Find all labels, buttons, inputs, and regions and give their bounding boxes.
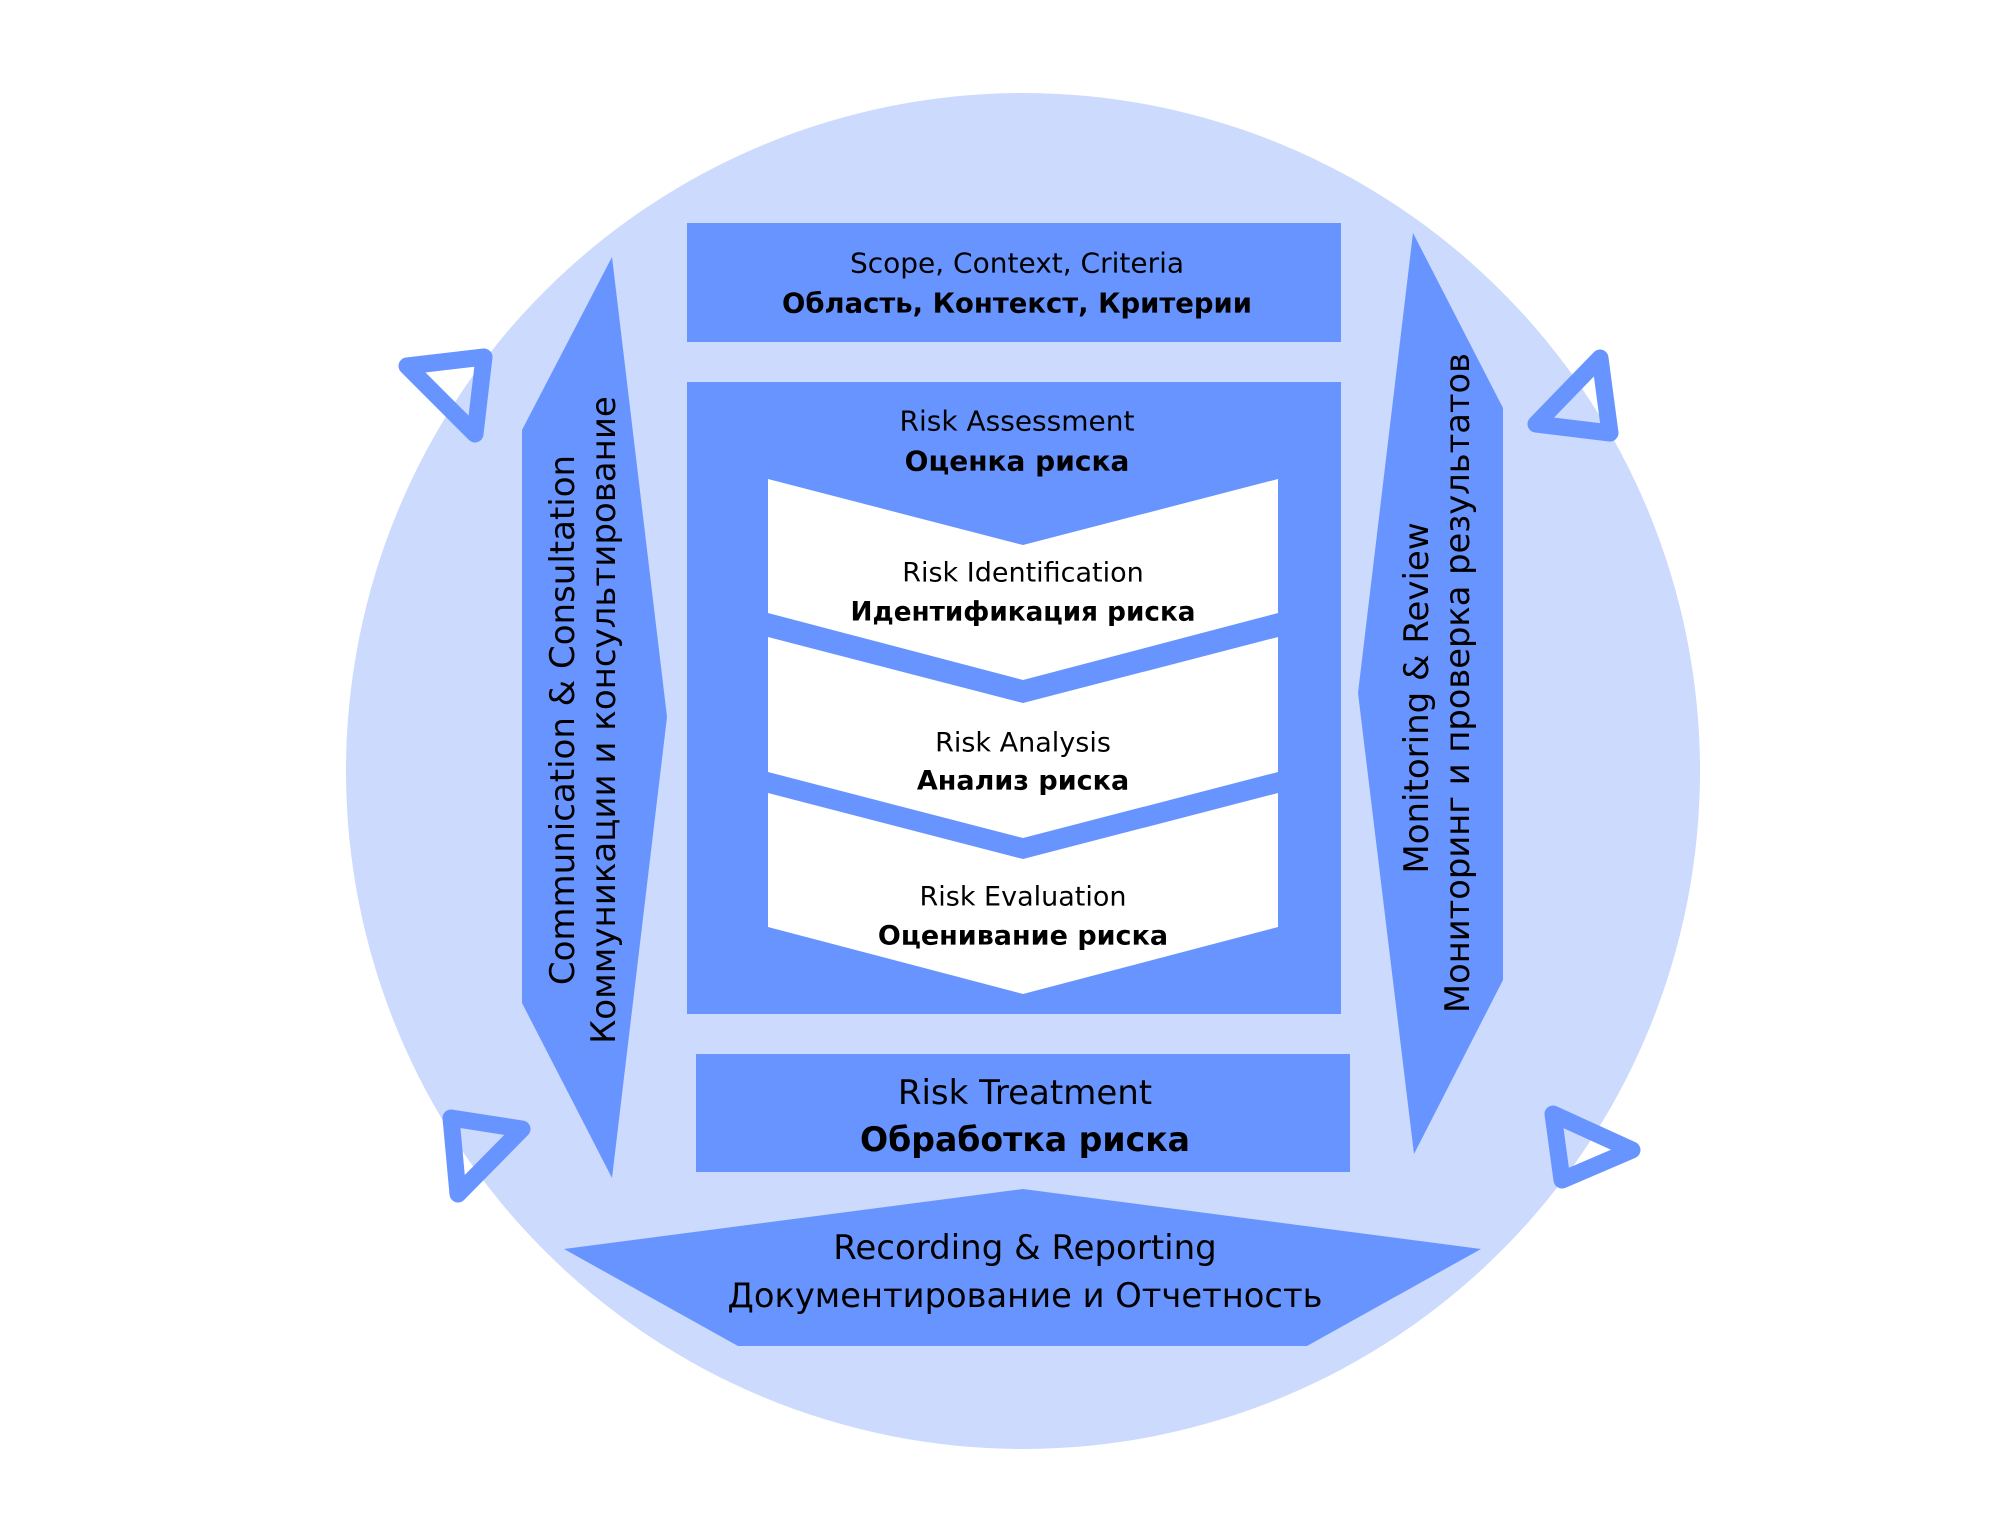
chevron-shape <box>768 793 1278 994</box>
monitoring-label-en: Monitoring & Review <box>1397 522 1437 873</box>
treatment-label-en: Risk Treatment <box>898 1073 1152 1113</box>
step-label-en: Risk Identification <box>902 558 1144 589</box>
risk-assessment-box: Risk Assessment Оценка риска Risk Identi… <box>687 382 1341 1014</box>
step-label-ru: Анализ риска <box>917 766 1129 797</box>
step-risk-identification: Risk Identification Идентификация риска <box>768 479 1278 680</box>
communication-label-en: Communication & Consultation <box>543 455 583 985</box>
step-label-en: Risk Evaluation <box>919 882 1126 913</box>
step-risk-analysis: Risk Analysis Анализ риска <box>768 637 1278 838</box>
top-left-cycle-arrow-icon <box>398 348 493 443</box>
treatment-label-ru: Обработка риска <box>860 1120 1190 1160</box>
assessment-label-en: Risk Assessment <box>900 405 1135 438</box>
bottom-right-cycle-arrow-icon <box>1544 1105 1641 1189</box>
recording-shape <box>564 1189 1481 1346</box>
chevron-shape <box>768 637 1278 838</box>
communication-consultation-arrow: Communication & Consultation Коммуникаци… <box>522 257 667 1178</box>
scope-context-criteria-box: Scope, Context, Criteria Область, Контек… <box>687 223 1341 342</box>
scope-label-ru: Область, Контекст, Критерии <box>782 287 1252 320</box>
scope-box-shape <box>687 223 1341 342</box>
communication-arrow-shape <box>522 257 667 1178</box>
step-label-ru: Идентификация риска <box>851 597 1196 628</box>
step-risk-evaluation: Risk Evaluation Оценивание риска <box>768 793 1278 994</box>
scope-label-en: Scope, Context, Criteria <box>850 247 1184 280</box>
bottom-left-cycle-arrow-icon <box>442 1109 531 1203</box>
treatment-box-shape <box>696 1054 1350 1172</box>
recording-reporting-shape-group: Recording & Reporting Документирование и… <box>564 1189 1481 1346</box>
monitoring-arrow-shape <box>1358 233 1503 1154</box>
step-label-en: Risk Analysis <box>935 728 1111 759</box>
risk-treatment-box: Risk Treatment Обработка риска <box>696 1054 1350 1172</box>
monitoring-review-arrow: Monitoring & Review Мониторинг и проверк… <box>1358 233 1503 1154</box>
monitoring-label-ru: Мониторинг и проверка результатов <box>1438 353 1478 1013</box>
chevron-shape <box>768 479 1278 680</box>
assessment-label-ru: Оценка риска <box>905 445 1130 478</box>
recording-label-en: Recording & Reporting <box>833 1228 1216 1268</box>
step-label-ru: Оценивание риска <box>878 921 1168 952</box>
top-right-cycle-arrow-icon <box>1527 349 1619 442</box>
communication-label-ru: Коммуникации и консультирование <box>584 396 624 1044</box>
recording-label-ru: Документирование и Отчетность <box>728 1276 1323 1316</box>
